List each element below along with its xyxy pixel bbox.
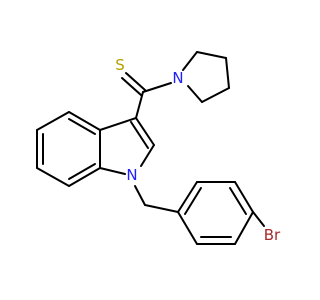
- bond-n1-c7a: [99, 167, 126, 175]
- bond-c-n-amide: [142, 82, 172, 93]
- bond-aryl-1-a: [177, 181, 198, 213]
- bond-aryl-3-b: [229, 187, 247, 215]
- bond-cs-double-a: [125, 72, 146, 91]
- bond-aryl-6: [177, 211, 198, 245]
- bond-c4-c5: [36, 111, 70, 131]
- bond-c3a-c4-a: [68, 111, 101, 131]
- bond-aryl-4: [234, 211, 254, 245]
- bond-c2-n1: [140, 144, 155, 167]
- bond-pyrrolidine-2: [196, 51, 227, 59]
- chemical-structure: S N N Br: [36, 51, 281, 245]
- bond-c6-c7: [36, 167, 70, 187]
- pyrrolidine-nitrogen-label: N: [172, 69, 183, 87]
- bond-c7-c7a-a: [68, 167, 101, 187]
- bond-aryl-br: [252, 211, 265, 227]
- bond-aryl-3-a: [234, 181, 254, 213]
- bond-pyrrolidine-5: [187, 85, 203, 103]
- bond-n1-ch2: [134, 185, 146, 206]
- bond-c3-c3a: [99, 117, 137, 131]
- bond-ch2-aryl: [144, 204, 179, 213]
- bond-aryl-1-b: [184, 187, 202, 215]
- bond-pyrrolidine-4: [201, 87, 230, 103]
- bond-c3a-c4-b: [68, 118, 96, 135]
- bond-pyrrolidine-3: [225, 57, 230, 89]
- bond-c-c3: [135, 91, 144, 119]
- indole-nitrogen-label: N: [126, 166, 137, 184]
- atom-labels: S N N Br: [115, 56, 281, 244]
- bond-c7-c7a-b: [68, 163, 96, 180]
- bond-c3-c2-a: [135, 117, 155, 146]
- bond-cs-double-b: [121, 77, 142, 96]
- bond-c3-c2-b: [130, 121, 149, 149]
- bond-pyrrolidine-1: [182, 51, 198, 71]
- bromine-atom-label: Br: [264, 226, 281, 244]
- sulfur-atom-label: S: [115, 56, 125, 74]
- bonds: [36, 51, 265, 245]
